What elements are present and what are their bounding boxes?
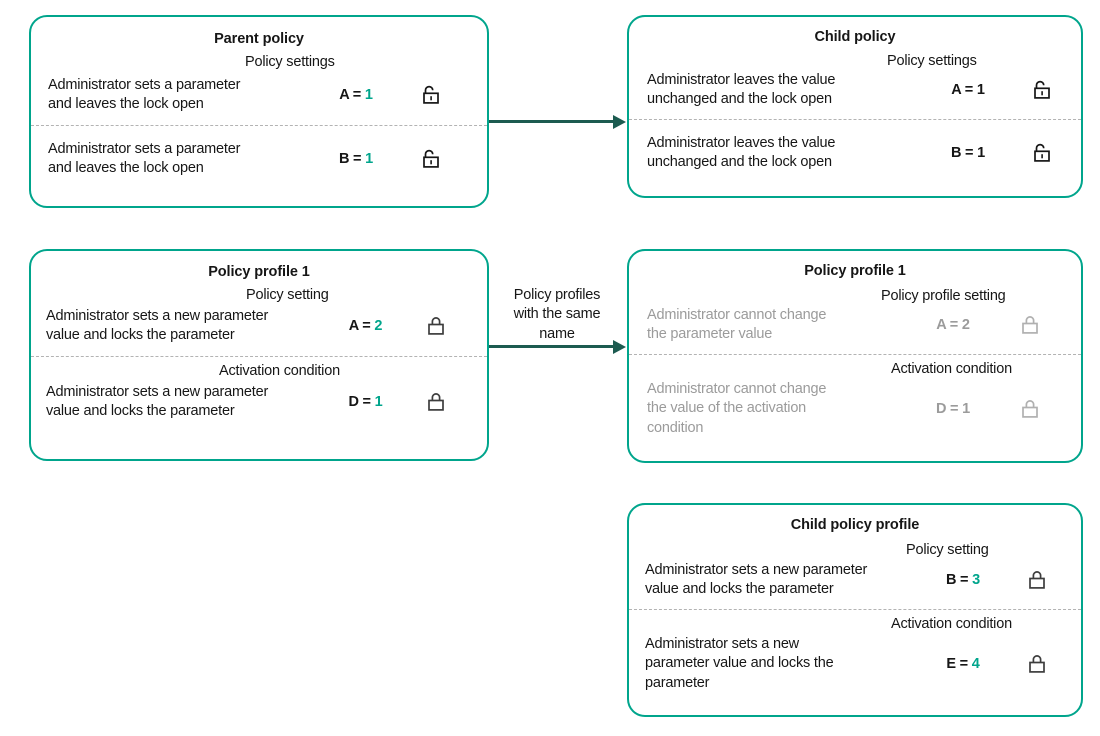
card-child-policy: Child policy Policy settings Administrat… (627, 15, 1083, 198)
section-policy-setting: Policy setting Administrator sets a new … (31, 287, 487, 345)
row-description: Administrator sets a new parameter value… (46, 308, 269, 344)
parameter-value: 4 (971, 655, 980, 672)
lock-open-icon (1032, 79, 1052, 101)
card-policy-profile-1-right: Policy profile 1 Policy profile setting … (627, 249, 1083, 463)
arrow-middle-label: Policy profiles with the same name (513, 287, 601, 342)
row-description: Administrator sets a parameter and leave… (48, 141, 241, 177)
row-divider (629, 609, 1081, 611)
parameter-name: E = (946, 655, 968, 672)
parameter-name: A = (339, 87, 362, 104)
parameter-name: A = (936, 317, 959, 334)
row-description: Administrator sets a new parameter value… (645, 636, 834, 691)
section-label: Activation condition (891, 616, 1012, 633)
arrow-parent-to-child-head (613, 114, 626, 129)
lock-closed-icon (1020, 398, 1040, 420)
parameter-value: 2 (961, 317, 970, 334)
section-label: Activation condition (219, 363, 340, 380)
lock-closed-icon (426, 315, 446, 337)
section-policy-settings: Policy settings Administrator leaves the… (629, 53, 1081, 109)
lock-closed-icon (1027, 569, 1047, 591)
card-policy-profile-1-left: Policy profile 1 Policy setting Administ… (29, 249, 489, 461)
row-description: Administrator cannot change the paramete… (647, 307, 827, 343)
parameter-name: D = (348, 394, 371, 411)
section-label: Policy setting (246, 287, 329, 303)
parameter-row: Administrator leaves the value unchanged… (629, 120, 1081, 172)
row-description: Administrator sets a parameter and leave… (48, 77, 241, 113)
parameter-row: Administrator cannot change the paramete… (629, 304, 1081, 344)
parameter-value: 1 (976, 82, 985, 99)
row-description: Administrator sets a new parameter value… (46, 384, 269, 420)
section-label: Policy setting (906, 542, 989, 558)
parameter-row: Administrator cannot change the value of… (629, 377, 1081, 437)
section-activation-condition: Activation condition Administrator sets … (629, 616, 1081, 692)
card-title: Child policy (814, 29, 896, 45)
row-divider (629, 119, 1081, 121)
section-label: Policy settings (887, 53, 977, 69)
row-description: Administrator leaves the value unchanged… (647, 72, 836, 108)
parameter-name: B = (945, 572, 969, 589)
row-value: D = 1 (894, 401, 1012, 417)
parameter-name: D = (935, 400, 959, 417)
parameter-name: A = (951, 82, 974, 99)
arrow-profiles-head (613, 339, 626, 354)
row-value: E = 4 (907, 656, 1019, 672)
lock-open-icon (1032, 142, 1052, 164)
parameter-value: 1 (962, 400, 971, 417)
card-parent-policy: Parent policy Policy settings Administra… (29, 15, 489, 208)
arrow-parent-to-child-line (489, 120, 615, 123)
parameter-name: B = (950, 145, 974, 162)
lock-closed-icon (426, 391, 446, 413)
card-title: Policy profile 1 (208, 264, 310, 280)
section-label: Activation condition (891, 361, 1012, 378)
parameter-value: 1 (977, 145, 986, 162)
row-value: A = 2 (313, 318, 418, 334)
parameter-value: 1 (374, 394, 383, 411)
row-value: A = 2 (894, 317, 1012, 333)
parameter-row: Administrator sets a new parameter value… (31, 303, 487, 345)
section-policy-profile-setting: Policy profile setting Administrator can… (629, 288, 1081, 344)
card-title: Policy profile 1 (804, 263, 906, 279)
row-value: D = 1 (313, 394, 418, 410)
row-value: A = 1 (914, 82, 1022, 98)
section-activation-condition: Activation condition Administrator sets … (31, 363, 487, 421)
lock-open-icon (421, 84, 441, 106)
row-value: B = 3 (907, 572, 1019, 588)
section-label: Policy profile setting (881, 288, 1006, 304)
parameter-value: 1 (365, 151, 374, 168)
parameter-name: A = (348, 318, 371, 335)
section-label: Policy settings (245, 54, 335, 70)
arrow-profiles-line (489, 345, 615, 348)
parameter-value: 3 (972, 572, 981, 589)
card-child-policy-profile: Child policy profile Policy setting Admi… (627, 503, 1083, 717)
lock-open-icon (421, 148, 441, 170)
parameter-value: 1 (364, 87, 373, 104)
section-policy-settings: Policy settings Administrator sets a par… (31, 54, 487, 114)
parameter-row: Administrator sets a new parameter value… (629, 558, 1081, 599)
parameter-row: Administrator sets a new parameter value… (31, 379, 487, 421)
parameter-row: Administrator sets a parameter and leave… (31, 70, 487, 114)
row-divider (31, 125, 487, 127)
row-value: B = 1 (301, 151, 411, 167)
parameter-value: 2 (374, 318, 383, 335)
lock-closed-icon (1020, 314, 1040, 336)
row-description: Administrator sets a new parameter value… (645, 562, 868, 598)
section-policy-settings-2: Administrator sets a parameter and leave… (31, 126, 487, 178)
parameter-row: Administrator sets a new parameter value… (629, 632, 1081, 692)
card-title: Parent policy (214, 31, 304, 47)
row-divider (629, 354, 1081, 356)
lock-closed-icon (1027, 653, 1047, 675)
section-policy-settings-2: Administrator leaves the value unchanged… (629, 120, 1081, 172)
row-divider (31, 356, 487, 358)
card-title: Child policy profile (790, 517, 920, 533)
row-description: Administrator cannot change the value of… (647, 381, 827, 436)
parameter-name: B = (338, 151, 362, 168)
row-description: Administrator leaves the value unchanged… (647, 135, 836, 171)
section-activation-condition: Activation condition Administrator canno… (629, 361, 1081, 437)
row-value: A = 1 (301, 87, 411, 103)
row-value: B = 1 (914, 145, 1022, 161)
section-policy-setting: Policy setting Administrator sets a new … (629, 542, 1081, 599)
parameter-row: Administrator sets a parameter and leave… (31, 126, 487, 178)
parameter-row: Administrator leaves the value unchanged… (629, 69, 1081, 109)
